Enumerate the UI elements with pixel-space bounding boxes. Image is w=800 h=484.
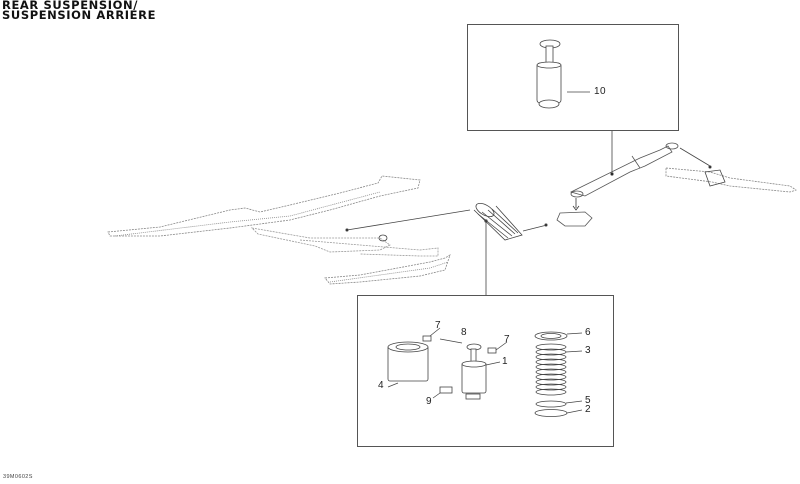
- lower-detail-box: [357, 295, 614, 447]
- callout-4: 4: [378, 380, 385, 391]
- title-line-english: REAR SUSPENSION/: [2, 0, 139, 12]
- callout-7-right: 7: [504, 334, 511, 345]
- callout-7-left: 7: [435, 320, 442, 331]
- callout-10: 10: [594, 86, 607, 97]
- callout-5: 5: [585, 395, 592, 406]
- callout-2: 2: [585, 404, 592, 415]
- callout-9: 9: [426, 396, 433, 407]
- callout-8: 8: [461, 327, 468, 338]
- title-line-french: SUSPENSION ARRIERE: [2, 8, 157, 22]
- drawing-code: 39M0602S: [3, 474, 33, 480]
- callout-3: 3: [585, 345, 592, 356]
- diagram-title: REAR SUSPENSION/ SUSPENSION ARRIERE: [2, 0, 157, 22]
- callout-1: 1: [502, 356, 509, 367]
- callout-6: 6: [585, 327, 592, 338]
- upper-detail-box: [467, 24, 679, 131]
